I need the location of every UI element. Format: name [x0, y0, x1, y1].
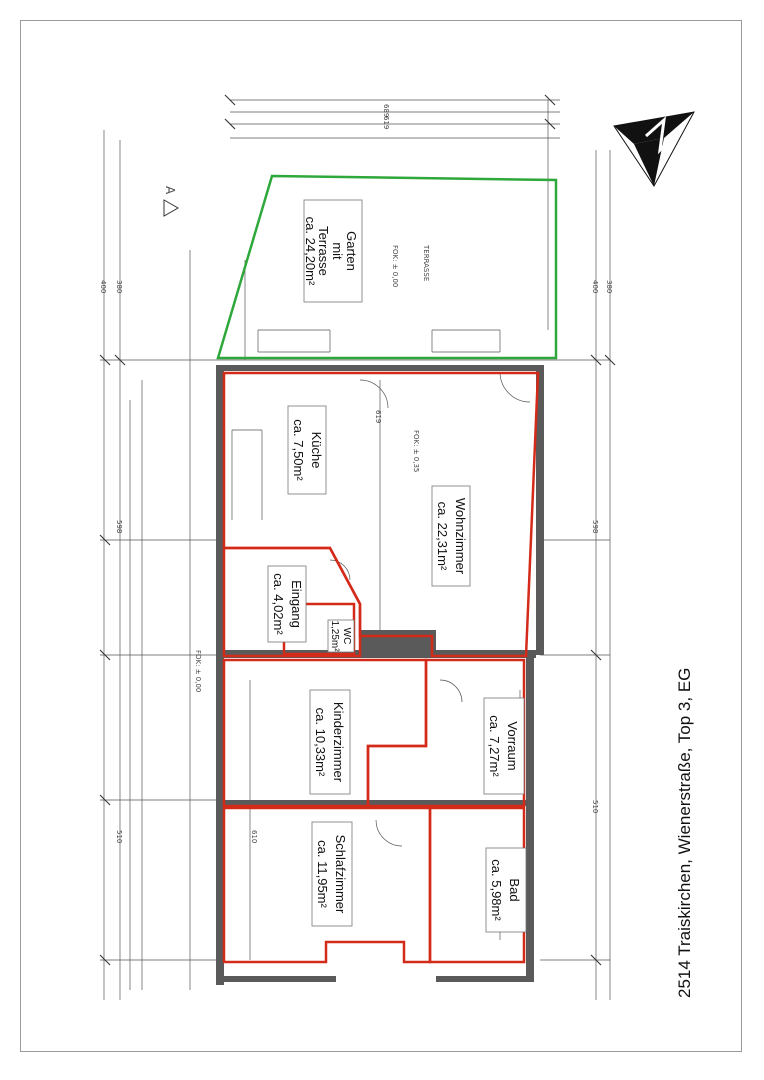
fok-left: FOK: ± 0,00	[194, 650, 202, 692]
dimension-numbers: 689 619 400 380 598 510 400 380 598 510 …	[99, 104, 613, 918]
section-label: A	[163, 186, 177, 195]
room-labels: Garten mit Terrasse ca. 24,20m² Küche ca…	[267, 199, 527, 933]
hall-area: ca. 7,27m²	[487, 715, 502, 777]
dim-510-right: 510	[591, 800, 599, 813]
outline-hall	[366, 658, 526, 808]
dim-510-left: 510	[115, 830, 123, 843]
entrance-name: Eingang	[289, 580, 304, 628]
north-arrow-icon	[613, 111, 695, 187]
fok-garden: FOK: ± 0,00	[391, 245, 399, 287]
living-name: Wohnzimmer	[453, 498, 468, 575]
wc-label: WC 1,25m²	[327, 619, 355, 653]
wc-area: 1,25m²	[329, 620, 340, 652]
fok-living: FOK: ± 0,35	[412, 430, 420, 472]
dim-619: 619	[382, 116, 390, 129]
entrance-area: ca. 4,02m²	[271, 573, 286, 635]
bath-area: ca. 5,98m²	[489, 859, 504, 921]
garden-line2: mit	[330, 242, 345, 260]
garden-outline	[216, 174, 558, 360]
bath-name: Bad	[507, 878, 522, 901]
terrace-word: TERRASSE	[422, 244, 430, 281]
page-frame	[20, 20, 742, 1052]
bedroom-label: Schlafzimmer ca. 11,95m²	[311, 821, 353, 927]
section-marker: A	[163, 186, 180, 217]
living-area: ca. 22,31m²	[435, 502, 450, 571]
dim-598-right: 598	[591, 520, 599, 533]
garden-label: Garten mit Terrasse ca. 24,20m²	[303, 199, 363, 303]
bedroom-name: Schlafzimmer	[333, 835, 348, 914]
outline-entrance	[222, 546, 362, 658]
address-title: 2514 Traiskirchen, Wienerstraße, Top 3, …	[675, 668, 694, 998]
bath-label: Bad ca. 5,98m²	[485, 847, 527, 933]
kids-name: Kinderzimmer	[331, 702, 346, 783]
garden-line3: Terrasse	[316, 226, 331, 276]
dim-610: 610	[250, 830, 258, 843]
room-outlines	[222, 371, 540, 964]
dim-689: 689	[382, 104, 390, 117]
garden-line1: Garten	[344, 231, 359, 271]
door-swings	[329, 371, 531, 847]
wc-name: WC	[341, 628, 352, 645]
kitchen-area: ca. 7,50m²	[291, 419, 306, 481]
tick-marks	[99, 94, 616, 966]
dim-619-living: 619	[374, 410, 382, 423]
entrance-label: Eingang ca. 4,02m²	[267, 565, 307, 643]
garden-area: ca. 24,20m²	[303, 217, 318, 286]
kitchen-label: Küche ca. 7,50m²	[287, 405, 327, 495]
kids-label: Kinderzimmer ca. 10,33m²	[309, 689, 351, 795]
bedroom-area: ca. 11,95m²	[315, 840, 330, 908]
dim-598-left: 598	[115, 520, 123, 533]
living-label: Wohnzimmer ca. 22,31m²	[431, 485, 471, 587]
dim-400-left: 400	[99, 280, 107, 293]
dim-380-right: 380	[605, 280, 613, 293]
kids-area: ca. 10,33m²	[313, 708, 328, 777]
hall-label: Vorraum ca. 7,27m²	[483, 697, 525, 795]
hall-name: Vorraum	[505, 721, 520, 770]
dim-380-left: 380	[115, 280, 123, 293]
level-annotations: FOK: ± 0,00 TERRASSE FOK: ± 0,35 FOK: ± …	[194, 244, 430, 692]
dim-400-right: 400	[591, 280, 599, 293]
kitchen-name: Küche	[309, 432, 324, 469]
